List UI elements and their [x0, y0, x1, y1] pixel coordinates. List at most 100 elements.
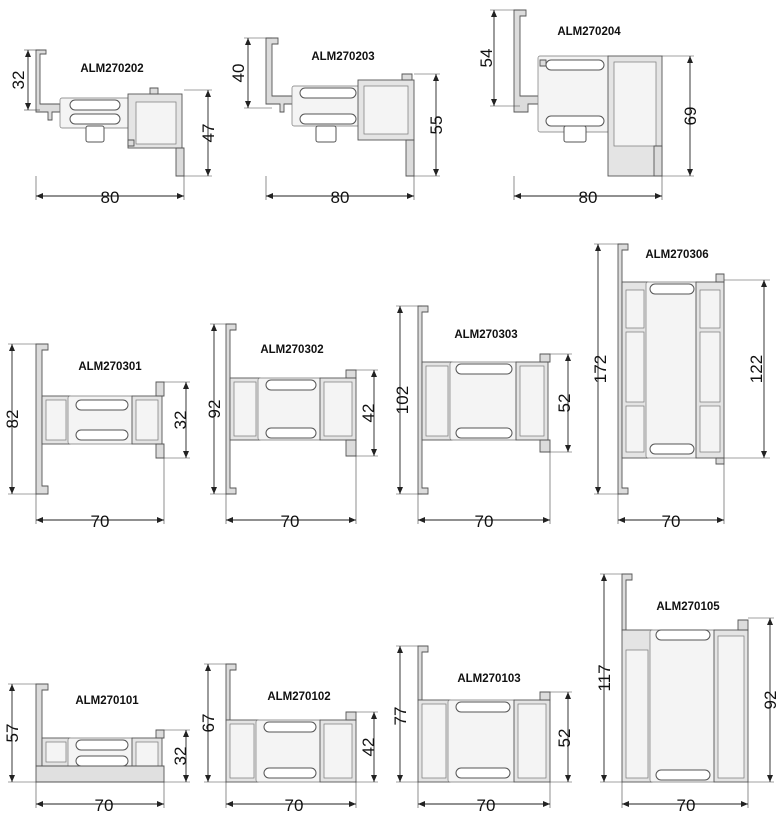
profile-drawing-alm270303: 102 52 70 ALM270303 — [393, 305, 574, 531]
profile-drawing-alm270204: 54 69 80 ALM270204 — [477, 9, 700, 207]
profile-code-label: ALM270204 — [557, 26, 621, 38]
profile-drawing-alm270203: 40 55 80 ALM270203 — [229, 37, 446, 207]
dimension-label-height: 102 — [393, 386, 412, 414]
dimension-label-width: 70 — [281, 512, 300, 531]
dimension-height-right: 69 — [662, 55, 700, 177]
dimension-width: 80 — [35, 176, 185, 207]
dimension-label-right: 52 — [555, 394, 574, 413]
dimension-width: 80 — [265, 176, 415, 207]
dimension-height-left: 54 — [477, 9, 520, 107]
profile-code-label: ALM270105 — [656, 601, 720, 613]
dimension-width: 70 — [621, 782, 749, 815]
dimension-label-height: 92 — [205, 400, 224, 419]
profile-cross-section — [621, 573, 749, 783]
dimension-label-height: 172 — [591, 355, 610, 383]
dimension-height-left: 102 — [393, 305, 422, 495]
dimension-label-width: 80 — [101, 188, 120, 207]
profile-cross-section — [417, 305, 551, 495]
dimension-height-right: 52 — [550, 353, 574, 453]
dimension-label-height: 77 — [391, 707, 410, 726]
dimension-height-left: 57 — [3, 683, 36, 783]
dimension-label-right: 42 — [359, 738, 378, 757]
dimension-height-right: 92 — [748, 617, 780, 783]
dimension-height-right: 55 — [414, 73, 446, 177]
dimension-height-right: 52 — [550, 691, 574, 783]
profile-cross-section — [225, 323, 357, 495]
dimension-label-width: 70 — [91, 512, 110, 531]
profile-code-label: ALM270202 — [80, 63, 143, 75]
profile-code-label: ALM270302 — [260, 344, 323, 356]
profile-drawing-alm270306: 172 122 70 ALM270306 — [591, 243, 770, 531]
thermal-break-strip — [545, 59, 605, 143]
dimension-label-width: 70 — [477, 796, 496, 815]
dimension-label-right: 92 — [761, 691, 780, 710]
profile-code-label: ALM270203 — [311, 51, 374, 63]
dimension-label-height: 82 — [3, 410, 22, 429]
dimension-label-right: 122 — [747, 355, 766, 383]
dimension-label-right: 32 — [171, 747, 190, 766]
thermal-break-strip — [655, 629, 711, 781]
dimension-height-right: 42 — [356, 711, 378, 783]
dimension-label-width: 80 — [579, 188, 598, 207]
profile-code-label: ALM270306 — [645, 249, 708, 261]
dimension-label-height: 67 — [199, 714, 218, 733]
dimension-label-width: 70 — [475, 512, 494, 531]
dimension-height-right: 47 — [184, 89, 218, 177]
dimension-label-width: 70 — [677, 796, 696, 815]
profile-drawing-alm270103: 77 52 70 ALM270103 — [391, 645, 574, 815]
profile-code-label: ALM270103 — [457, 673, 520, 685]
dimension-label-right: 32 — [171, 411, 190, 430]
profile-drawing-alm270101: 57 32 70 ALM270101 — [3, 683, 190, 815]
dimension-height-left: 117 — [595, 573, 622, 783]
dimension-label-height: 117 — [595, 664, 614, 691]
profile-code-label: ALM270301 — [78, 361, 142, 373]
thermal-break-strip — [75, 739, 129, 767]
dimension-width: 70 — [35, 782, 165, 815]
dimension-label-right: 42 — [359, 404, 378, 423]
profile-drawing-alm270102: 67 42 70 ALM270102 — [199, 663, 378, 815]
dimension-label-height: 57 — [3, 724, 22, 743]
dimension-height-left: 172 — [591, 243, 622, 495]
profile-drawing-alm270105: 117 92 70 ALM270105 — [595, 573, 780, 815]
dimension-label-height: 54 — [477, 49, 496, 68]
dimension-label-width: 80 — [331, 188, 350, 207]
dimension-width: 70 — [417, 452, 551, 531]
thermal-break-strip — [75, 399, 129, 441]
dimension-width: 70 — [225, 782, 357, 815]
dimension-width: 80 — [513, 176, 663, 207]
thermal-break-strip — [265, 379, 317, 439]
thermal-break-strip — [455, 701, 511, 779]
dimension-label-height: 40 — [229, 64, 248, 83]
profile-cross-section — [617, 243, 725, 495]
dimension-height-left: 32 — [9, 49, 40, 111]
dimension-label-right: 55 — [427, 116, 446, 135]
dimension-label-right: 47 — [199, 124, 218, 143]
dimension-label-right: 69 — [681, 107, 700, 126]
dimension-height-right: 42 — [356, 369, 378, 457]
profile-cross-section — [225, 663, 357, 783]
dimension-label-width: 70 — [285, 796, 304, 815]
profile-cross-section — [417, 645, 551, 783]
thermal-break-strip — [649, 283, 695, 455]
thermal-break-strip — [69, 99, 121, 143]
dimension-width: 70 — [35, 458, 165, 531]
profile-drawing-alm270301: 82 32 70 ALM270301 — [3, 343, 190, 531]
dimension-height-left: 67 — [199, 663, 226, 783]
dimension-label-width: 70 — [95, 796, 114, 815]
profile-code-label: ALM270101 — [75, 695, 139, 707]
thermal-break-strip — [263, 721, 317, 779]
dimension-height-left: 82 — [3, 343, 36, 495]
thermal-break-strip — [299, 87, 357, 143]
thermal-break-strip — [455, 363, 513, 439]
profile-drawing-alm270202: 32 47 80 ALM270202 — [9, 49, 218, 207]
dimension-height-left: 92 — [205, 323, 230, 495]
profile-code-label: ALM270102 — [267, 691, 330, 703]
dimension-width: 70 — [617, 464, 725, 531]
dimension-height-right: 32 — [164, 729, 190, 783]
dimension-width: 70 — [417, 782, 551, 815]
dimension-label-height: 32 — [9, 71, 28, 90]
dimension-height-left: 77 — [391, 645, 418, 783]
dimension-height-right: 32 — [164, 381, 190, 459]
dimension-width: 70 — [225, 456, 357, 531]
